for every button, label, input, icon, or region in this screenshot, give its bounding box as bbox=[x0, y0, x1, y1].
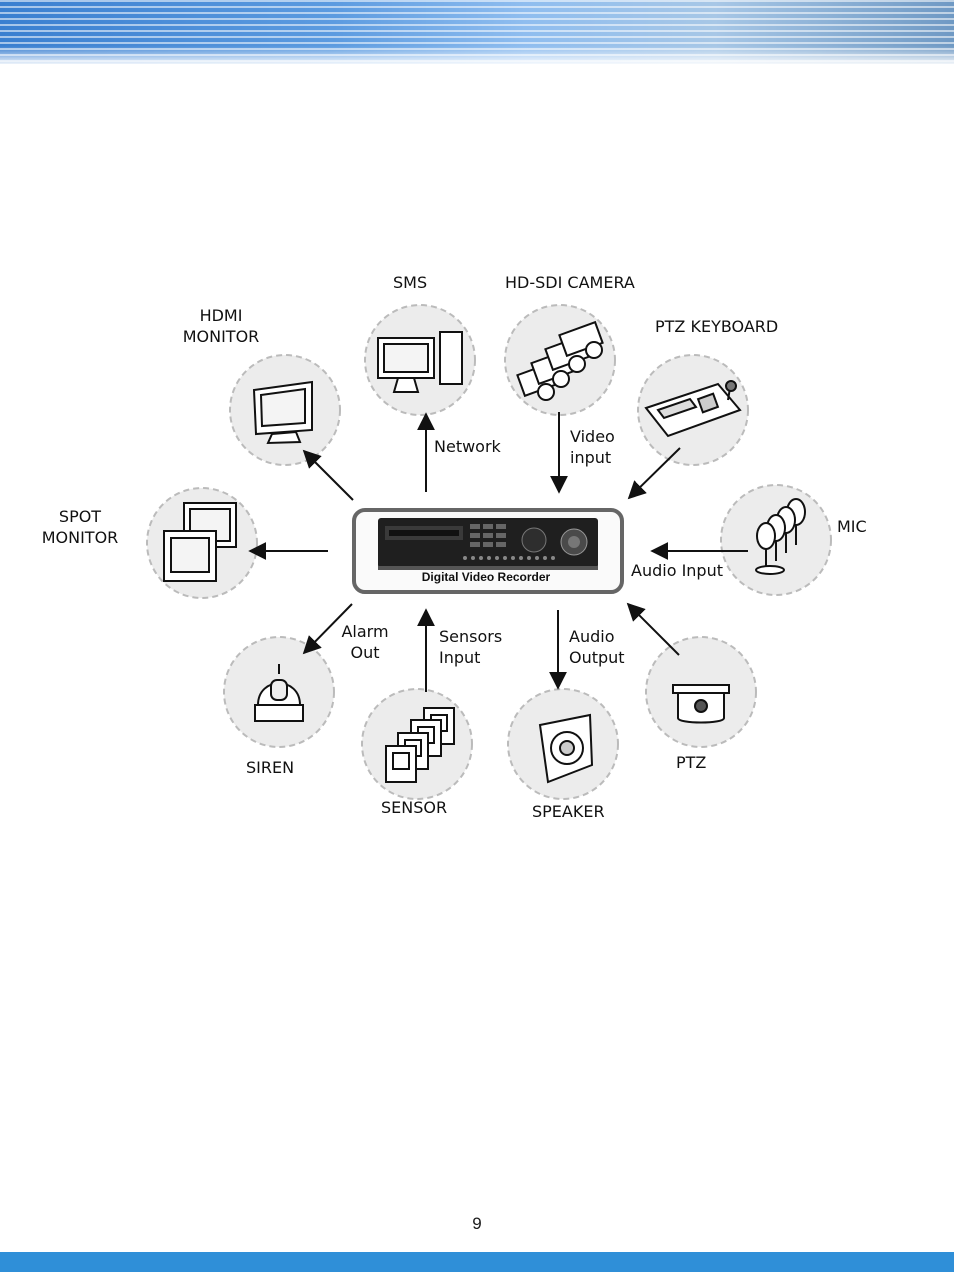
hdmi-monitor-label: HDMI MONITOR bbox=[176, 305, 266, 347]
arrow-alarm-out bbox=[302, 603, 353, 655]
dvr-unit bbox=[352, 508, 624, 594]
speaker-icon bbox=[538, 713, 594, 784]
ptz-label: PTZ bbox=[676, 753, 707, 772]
dvr-label: Digital Video Recorder bbox=[421, 570, 551, 584]
mic-icon bbox=[755, 498, 806, 575]
video-input-label: Video input bbox=[570, 426, 615, 468]
page-number: 9 bbox=[472, 1214, 482, 1233]
audio-output-label: Audio Output bbox=[569, 626, 625, 668]
sensors-input-label-line2: Input bbox=[439, 648, 481, 667]
pc-icon bbox=[377, 331, 463, 393]
sensors-input-label: Sensors Input bbox=[439, 626, 502, 668]
spot-monitor-label: SPOT MONITOR bbox=[36, 506, 124, 548]
arrow-ptz-keyboard bbox=[627, 447, 681, 500]
sensor-icon bbox=[385, 707, 455, 783]
hdmi-monitor-label-line1: HDMI bbox=[199, 306, 243, 325]
keyboard-icon bbox=[644, 380, 742, 438]
ptz-dome-icon bbox=[672, 684, 730, 724]
footer-band bbox=[0, 1252, 954, 1272]
spot-monitor-icon bbox=[163, 502, 237, 582]
audio-output-label-line1: Audio bbox=[569, 627, 615, 646]
speaker-label: SPEAKER bbox=[532, 802, 605, 821]
arrow-ptz bbox=[626, 602, 680, 656]
mic-label: MIC bbox=[837, 517, 867, 536]
hdmi-monitor-icon bbox=[252, 380, 313, 445]
alarm-out-label: Alarm Out bbox=[338, 621, 392, 663]
camera-icon bbox=[516, 320, 604, 401]
video-input-label-line1: Video bbox=[570, 427, 615, 446]
ptz-keyboard-label: PTZ KEYBOARD bbox=[655, 317, 779, 336]
siren-icon bbox=[254, 664, 304, 722]
audio-input-label: Audio Input bbox=[631, 561, 723, 580]
spot-monitor-label-line1: SPOT bbox=[58, 507, 102, 526]
audio-output-label-line2: Output bbox=[569, 648, 625, 667]
alarm-out-label-line2: Out bbox=[350, 643, 380, 662]
hdmi-monitor-label-line2: MONITOR bbox=[182, 327, 260, 346]
spot-monitor-label-line2: MONITOR bbox=[41, 528, 119, 547]
header-banner bbox=[0, 0, 954, 64]
arrow-hdmi-out bbox=[302, 449, 354, 501]
alarm-out-label-line1: Alarm bbox=[341, 622, 389, 641]
hdsdi-camera-label: HD-SDI CAMERA bbox=[505, 273, 635, 292]
header-fade bbox=[0, 46, 954, 64]
sensors-input-label-line1: Sensors bbox=[439, 627, 503, 646]
network-label: Network bbox=[434, 437, 501, 456]
siren-label: SIREN bbox=[246, 758, 295, 777]
video-input-label-line2: input bbox=[570, 448, 612, 467]
sensor-label: SENSOR bbox=[381, 798, 448, 817]
sms-label: SMS bbox=[393, 273, 428, 292]
